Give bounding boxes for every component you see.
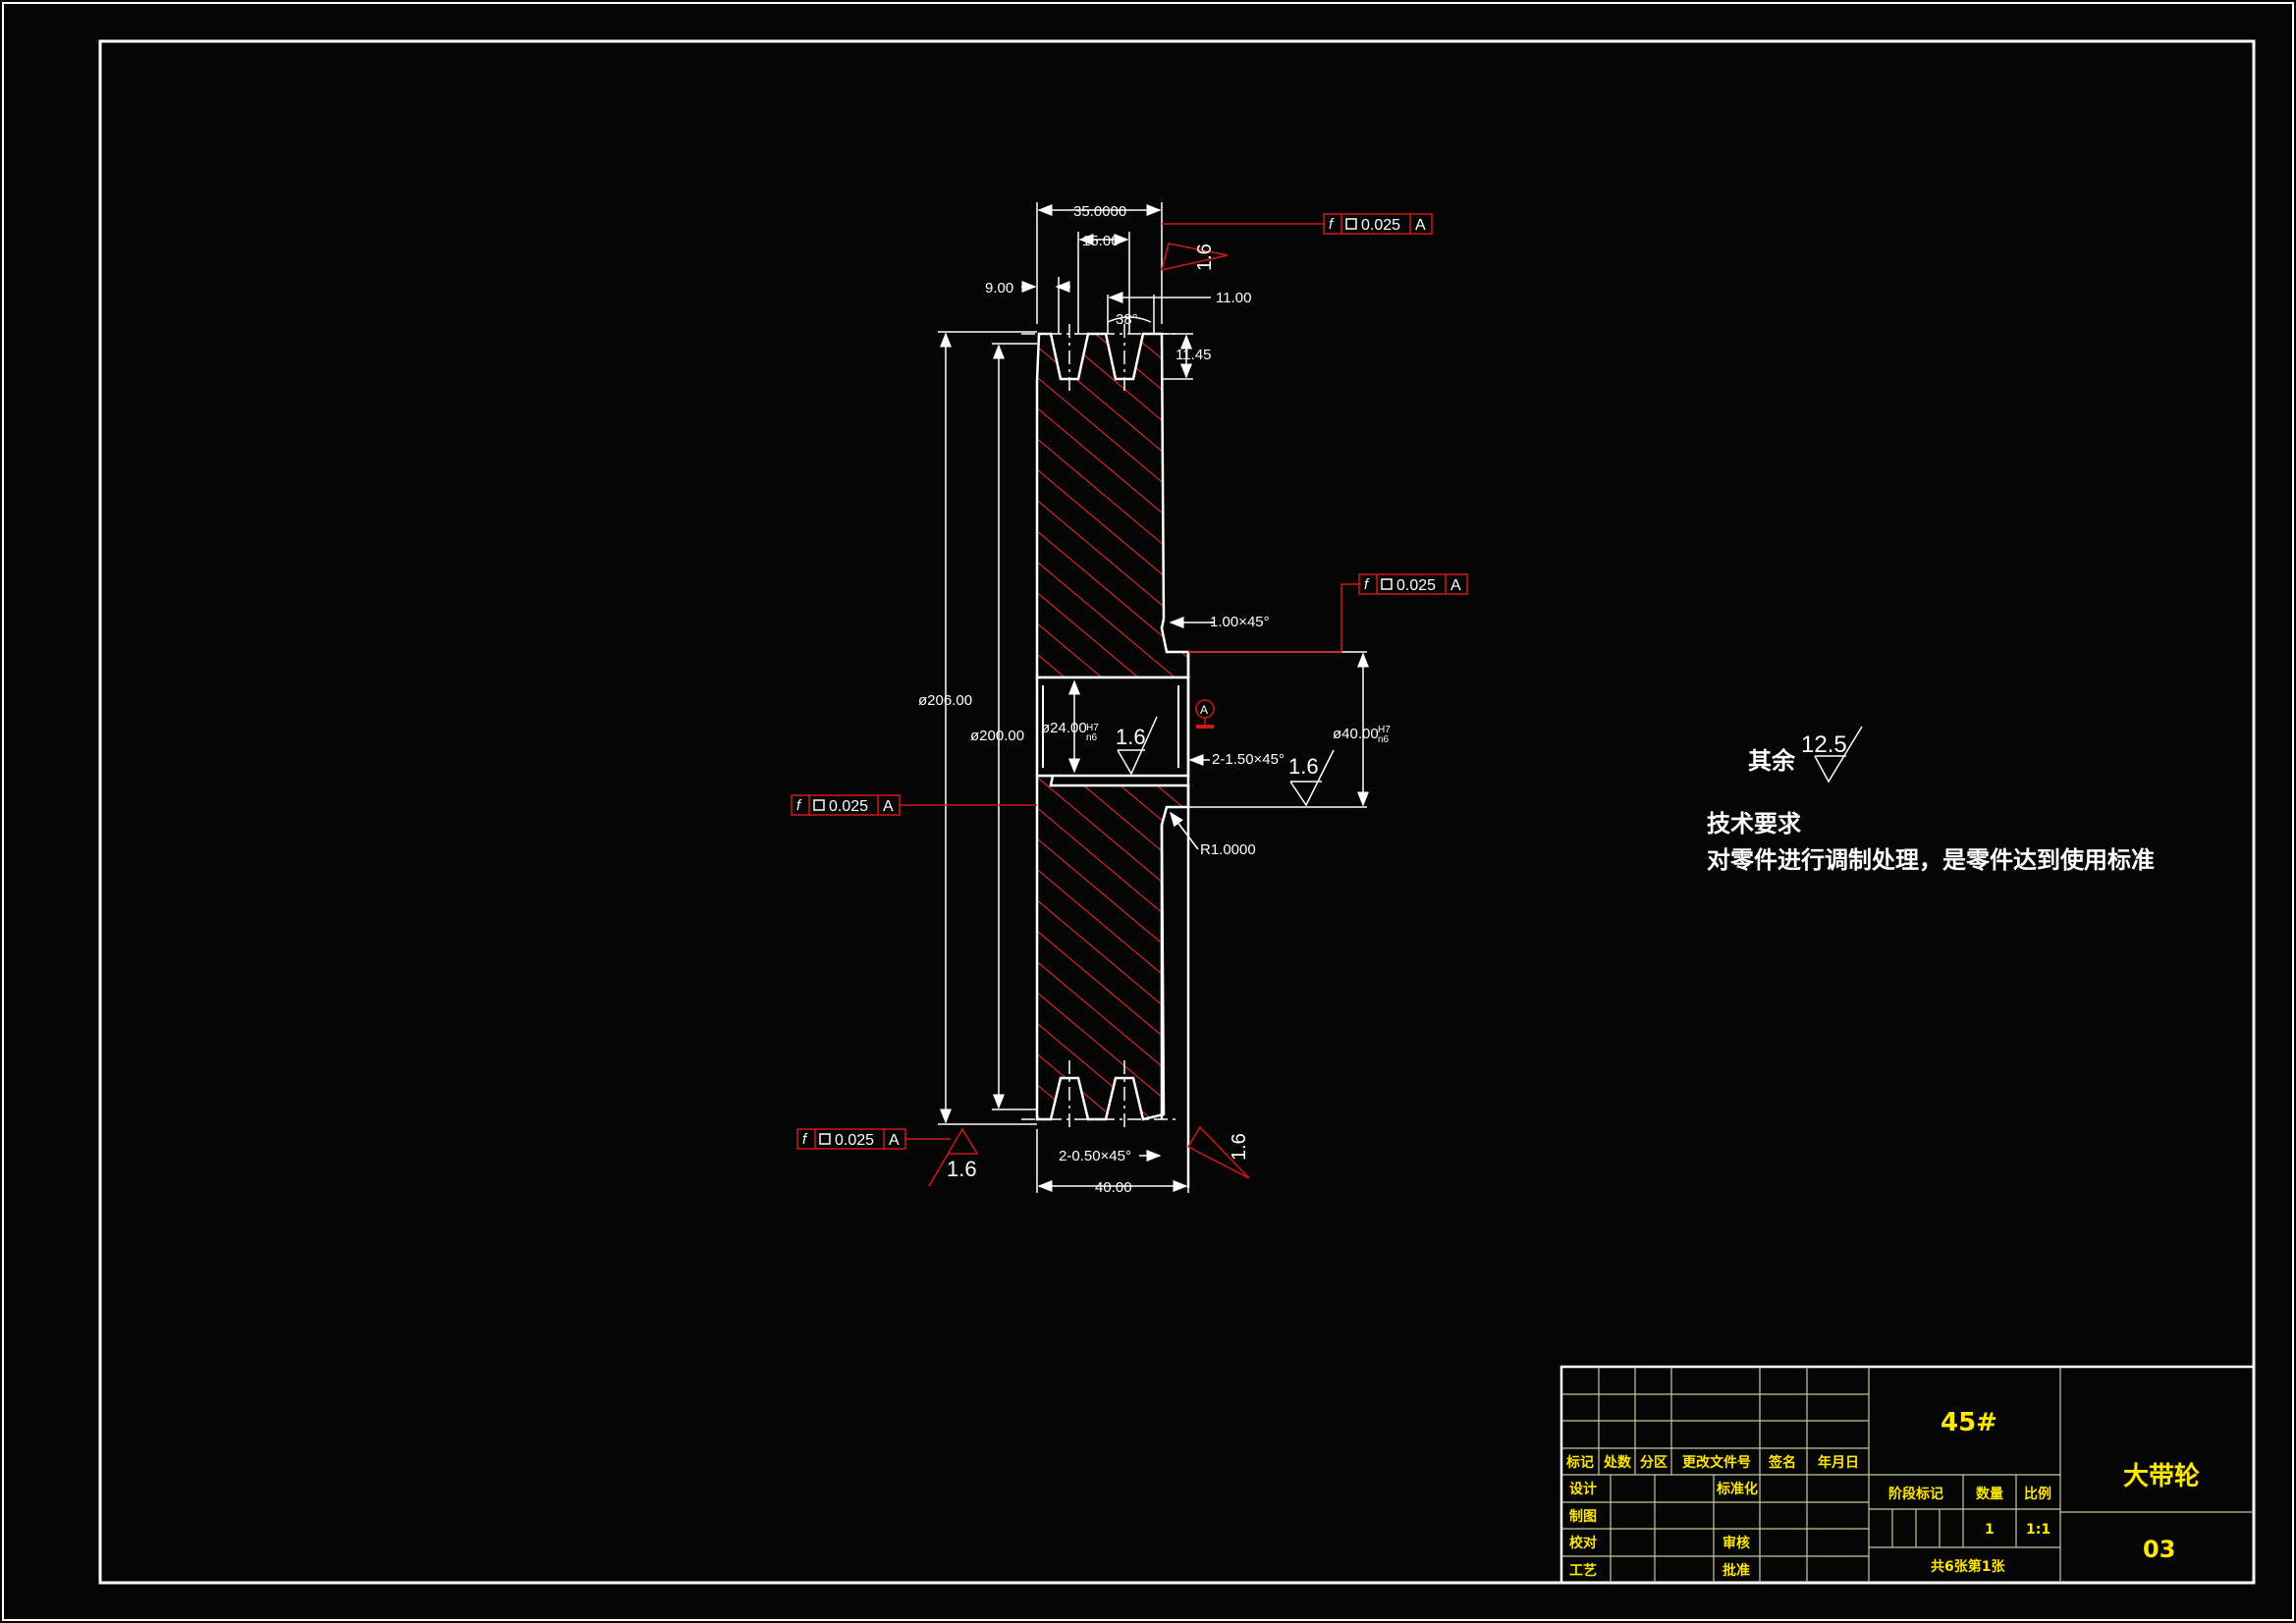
gtol-frame-left: f 0.025 A bbox=[791, 794, 1037, 816]
roughness-top: 1.6 bbox=[1161, 243, 1229, 271]
notes-title: 技术要求 bbox=[1707, 810, 1801, 838]
pulley-section bbox=[1021, 324, 1190, 1188]
datum-a-label: A bbox=[1200, 703, 1208, 717]
dimension-lines bbox=[938, 202, 1369, 1193]
gtol-value: 0.025 bbox=[1361, 217, 1400, 234]
gtol-frame-bottom: f 0.025 A bbox=[796, 1128, 951, 1150]
dim-outer-diameter: ø206.00 bbox=[918, 692, 972, 709]
roughness-rest-value: 12.5 bbox=[1801, 731, 1847, 758]
tb-sheet: 共6张第1张 bbox=[1931, 1558, 2005, 1575]
dim-groove-angle: 38° bbox=[1116, 311, 1138, 328]
tb-material: 45# bbox=[1941, 1408, 1997, 1437]
roughness-bore: 1.6 bbox=[1116, 716, 1158, 776]
gtol-frame-top: f 0.025 A bbox=[1162, 213, 1433, 235]
gtol-symbol: f bbox=[1364, 576, 1370, 593]
roughness-rest: 其余 12.5 bbox=[1748, 726, 1863, 784]
title-block: 标记 处数 分区 更改文件号 签名 年月日 设计 标准化 制图 校对 审核 工艺… bbox=[1559, 1365, 2256, 1585]
tb-process: 工艺 bbox=[1569, 1562, 1597, 1579]
roughness-rest-label: 其余 bbox=[1748, 747, 1796, 775]
gtol-datum: A bbox=[1415, 217, 1426, 234]
dim-width-top: 35.0000 bbox=[1073, 203, 1126, 220]
roughness-hub: 1.6 bbox=[1288, 749, 1335, 807]
dim-hub-fit-upper: H7 bbox=[1378, 725, 1391, 735]
tb-quantity: 1 bbox=[1985, 1522, 1995, 1538]
dim-groove-edge: 9.00 bbox=[985, 280, 1013, 297]
tb-review: 审核 bbox=[1722, 1535, 1750, 1551]
notes-line1: 对零件进行调制处理，是零件达到使用标准 bbox=[1707, 846, 2155, 874]
gtol-datum: A bbox=[889, 1132, 900, 1149]
tb-header-date: 年月日 bbox=[1818, 1454, 1859, 1471]
tb-header-count: 处数 bbox=[1603, 1454, 1632, 1471]
tb-header-signature: 签名 bbox=[1768, 1454, 1796, 1471]
gtol-datum: A bbox=[883, 798, 894, 815]
tb-part-name: 大带轮 bbox=[2123, 1462, 2200, 1491]
gtol-datum: A bbox=[1450, 577, 1461, 594]
roughness-value: 1.6 bbox=[1116, 725, 1146, 749]
tb-standardization: 标准化 bbox=[1716, 1481, 1758, 1497]
roughness-bottom-right: 1.6 bbox=[1187, 1125, 1250, 1179]
roughness-bottom-left: 1.6 bbox=[928, 1127, 979, 1187]
dim-chamfer-rim: 2-0.50×45° bbox=[1059, 1148, 1131, 1164]
lower-section-hatch bbox=[1035, 774, 1190, 1121]
dimension-texts: 35.0000 15.00 9.00 11.00 38° 11.45 ø206.… bbox=[918, 203, 1391, 1196]
tb-drawing-no: 03 bbox=[2143, 1536, 2175, 1563]
gtol-value: 0.025 bbox=[835, 1132, 874, 1149]
tb-checking: 校对 bbox=[1569, 1535, 1597, 1551]
tb-header-zone: 分区 bbox=[1640, 1455, 1667, 1471]
tb-header-mark: 标记 bbox=[1565, 1454, 1594, 1471]
gtol-value: 0.025 bbox=[1396, 577, 1436, 594]
roughness-value: 1.6 bbox=[1288, 754, 1319, 779]
tb-design: 设计 bbox=[1569, 1481, 1597, 1497]
dim-bore-diameter: ø24.00 bbox=[1041, 720, 1087, 736]
dim-width-total: 40.00 bbox=[1095, 1179, 1132, 1196]
dim-chamfer-bore: 2-1.50×45° bbox=[1212, 751, 1285, 768]
technical-requirements: 技术要求 对零件进行调制处理，是零件达到使用标准 bbox=[1707, 810, 2155, 874]
gtol-symbol: f bbox=[802, 1131, 808, 1148]
dim-bore-fit-upper: H7 bbox=[1086, 723, 1099, 733]
tb-scale-label: 比例 bbox=[2024, 1486, 2051, 1502]
gtol-symbol: f bbox=[1329, 216, 1335, 233]
dim-pitch-diameter: ø200.00 bbox=[970, 728, 1024, 744]
tb-stage-mark: 阶段标记 bbox=[1888, 1486, 1943, 1502]
roughness-value: 1.6 bbox=[1229, 1133, 1250, 1161]
dim-groove-top-width: 11.00 bbox=[1216, 290, 1251, 306]
dim-groove-depth: 11.45 bbox=[1175, 347, 1211, 363]
gtol-symbol: f bbox=[796, 797, 802, 814]
bore-region bbox=[1035, 676, 1190, 778]
drawing-frame bbox=[98, 39, 2256, 1585]
dim-fillet: R1.0000 bbox=[1200, 841, 1256, 858]
roughness-value: 1.6 bbox=[947, 1157, 977, 1181]
dim-bore-fit-lower: n6 bbox=[1086, 732, 1098, 743]
dim-hub-fit-lower: n6 bbox=[1378, 734, 1390, 745]
tb-approve: 批准 bbox=[1722, 1562, 1750, 1579]
gtol-value: 0.025 bbox=[829, 798, 868, 815]
dim-groove-pitch: 15.00 bbox=[1082, 233, 1120, 249]
gtol-frame-hub: f 0.025 A bbox=[1188, 573, 1468, 653]
tb-qty-label: 数量 bbox=[1976, 1486, 2003, 1502]
tb-scale: 1:1 bbox=[2026, 1522, 2050, 1538]
datum-a-marker: A bbox=[1195, 699, 1215, 729]
upper-section-hatch bbox=[1035, 332, 1190, 679]
tb-drafting: 制图 bbox=[1569, 1508, 1597, 1525]
tb-header-change-doc: 更改文件号 bbox=[1682, 1454, 1751, 1471]
dim-chamfer-hub: 1.00×45° bbox=[1210, 614, 1270, 630]
dim-hub-diameter: ø40.00 bbox=[1333, 726, 1379, 742]
roughness-value: 1.6 bbox=[1194, 243, 1216, 271]
